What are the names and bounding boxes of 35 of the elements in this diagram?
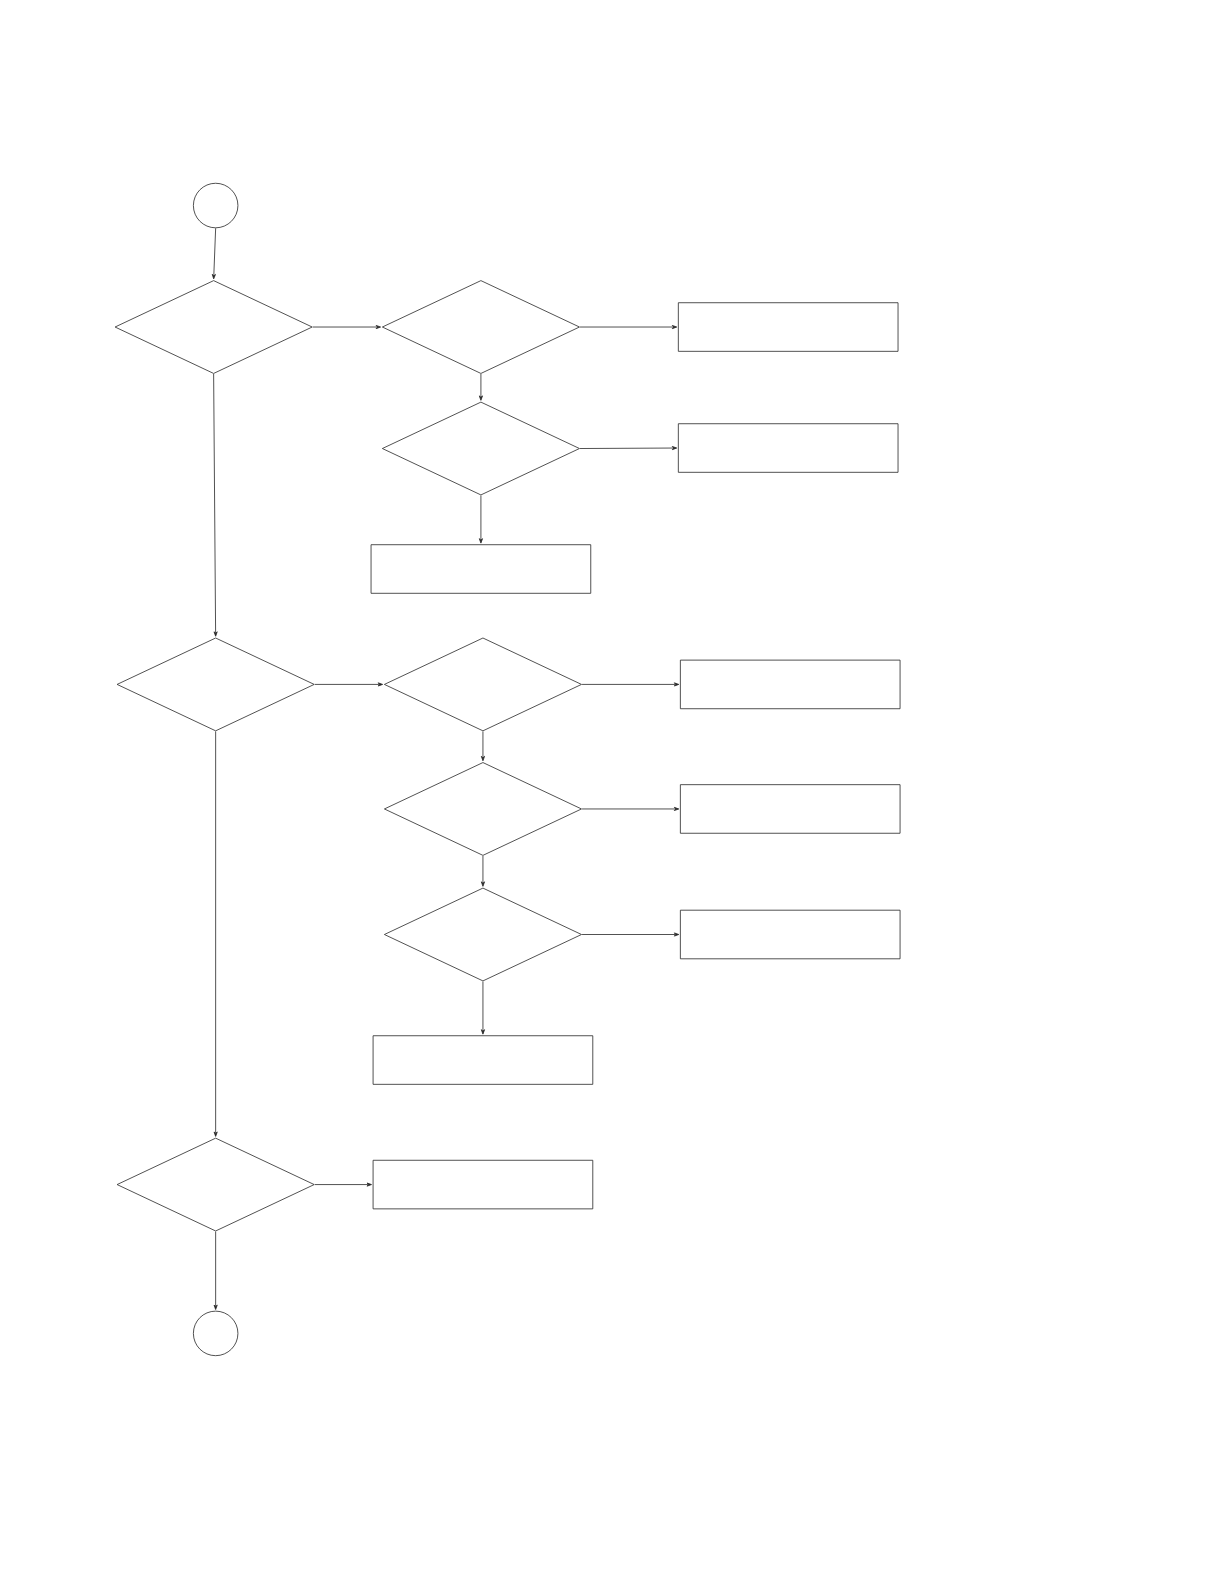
arrow — [478, 495, 483, 544]
process-box — [677, 302, 899, 352]
process-box — [370, 544, 592, 594]
decision-diamond — [381, 280, 580, 374]
process-box — [679, 659, 901, 710]
terminal-circle — [193, 182, 239, 229]
arrow — [213, 373, 218, 637]
decision-diamond — [384, 762, 582, 856]
arrow — [213, 731, 218, 1137]
decision-diamond — [381, 401, 580, 496]
process-box — [372, 1159, 594, 1210]
arrow — [579, 325, 678, 330]
arrow — [314, 1182, 372, 1187]
arrow — [480, 731, 485, 762]
arrow — [581, 806, 680, 811]
arrow — [581, 932, 680, 937]
arrow — [213, 1231, 218, 1310]
decision-diamond — [384, 637, 582, 732]
arrow — [480, 855, 485, 887]
arrow — [314, 682, 384, 687]
process-box — [372, 1035, 594, 1085]
arrow — [480, 981, 485, 1035]
decision-diamond — [114, 280, 313, 374]
arrow — [581, 682, 680, 687]
terminal-circle — [193, 1310, 239, 1357]
decision-diamond — [116, 637, 315, 732]
decision-diamond — [384, 887, 582, 982]
arrow — [579, 446, 678, 451]
process-box — [679, 909, 901, 960]
decision-diamond — [116, 1137, 315, 1232]
process-box — [677, 423, 899, 473]
arrow — [478, 373, 483, 401]
arrow — [312, 325, 381, 330]
arrow — [211, 227, 217, 280]
process-box — [679, 784, 901, 834]
